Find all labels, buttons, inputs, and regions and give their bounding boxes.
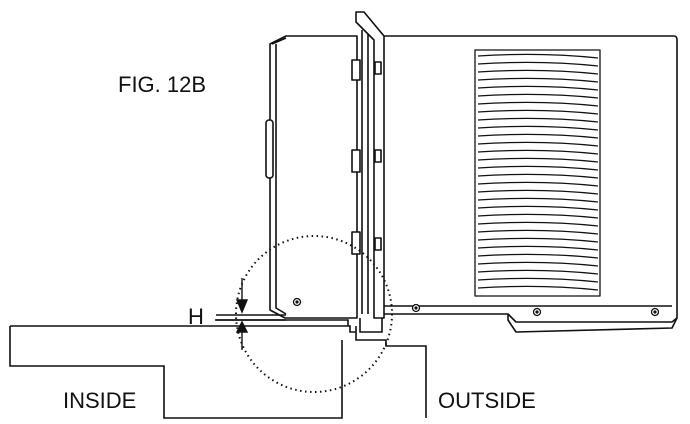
outside-label: OUTSIDE <box>438 388 536 413</box>
up-arrow-icon <box>235 320 249 333</box>
ac-unit <box>265 11 678 333</box>
bracket-clip-6 <box>374 237 382 251</box>
inside-sill <box>9 325 356 419</box>
bracket-clip-1 <box>351 59 361 81</box>
side-vents <box>474 49 601 297</box>
sill-top <box>215 319 349 326</box>
sill-channel <box>359 318 383 333</box>
cabinet-base-step <box>507 314 678 333</box>
inside-label: INSIDE <box>63 388 136 413</box>
bracket-clip-3 <box>351 231 361 255</box>
front-panel-inner-edge <box>275 44 287 315</box>
bracket-clip-4 <box>374 61 382 75</box>
front-panel-top-edge <box>271 37 287 45</box>
front-panel-slot <box>265 119 274 179</box>
figure-label: FIG. 12B <box>118 72 206 97</box>
detail-circle <box>235 235 393 393</box>
height-dimension <box>216 278 286 350</box>
height-label: H <box>188 304 204 329</box>
down-arrow-icon <box>235 299 249 314</box>
front-panel <box>269 35 358 319</box>
bracket-clip-2 <box>351 149 361 173</box>
bracket-clip-5 <box>374 149 382 163</box>
outside-sill <box>355 326 427 418</box>
